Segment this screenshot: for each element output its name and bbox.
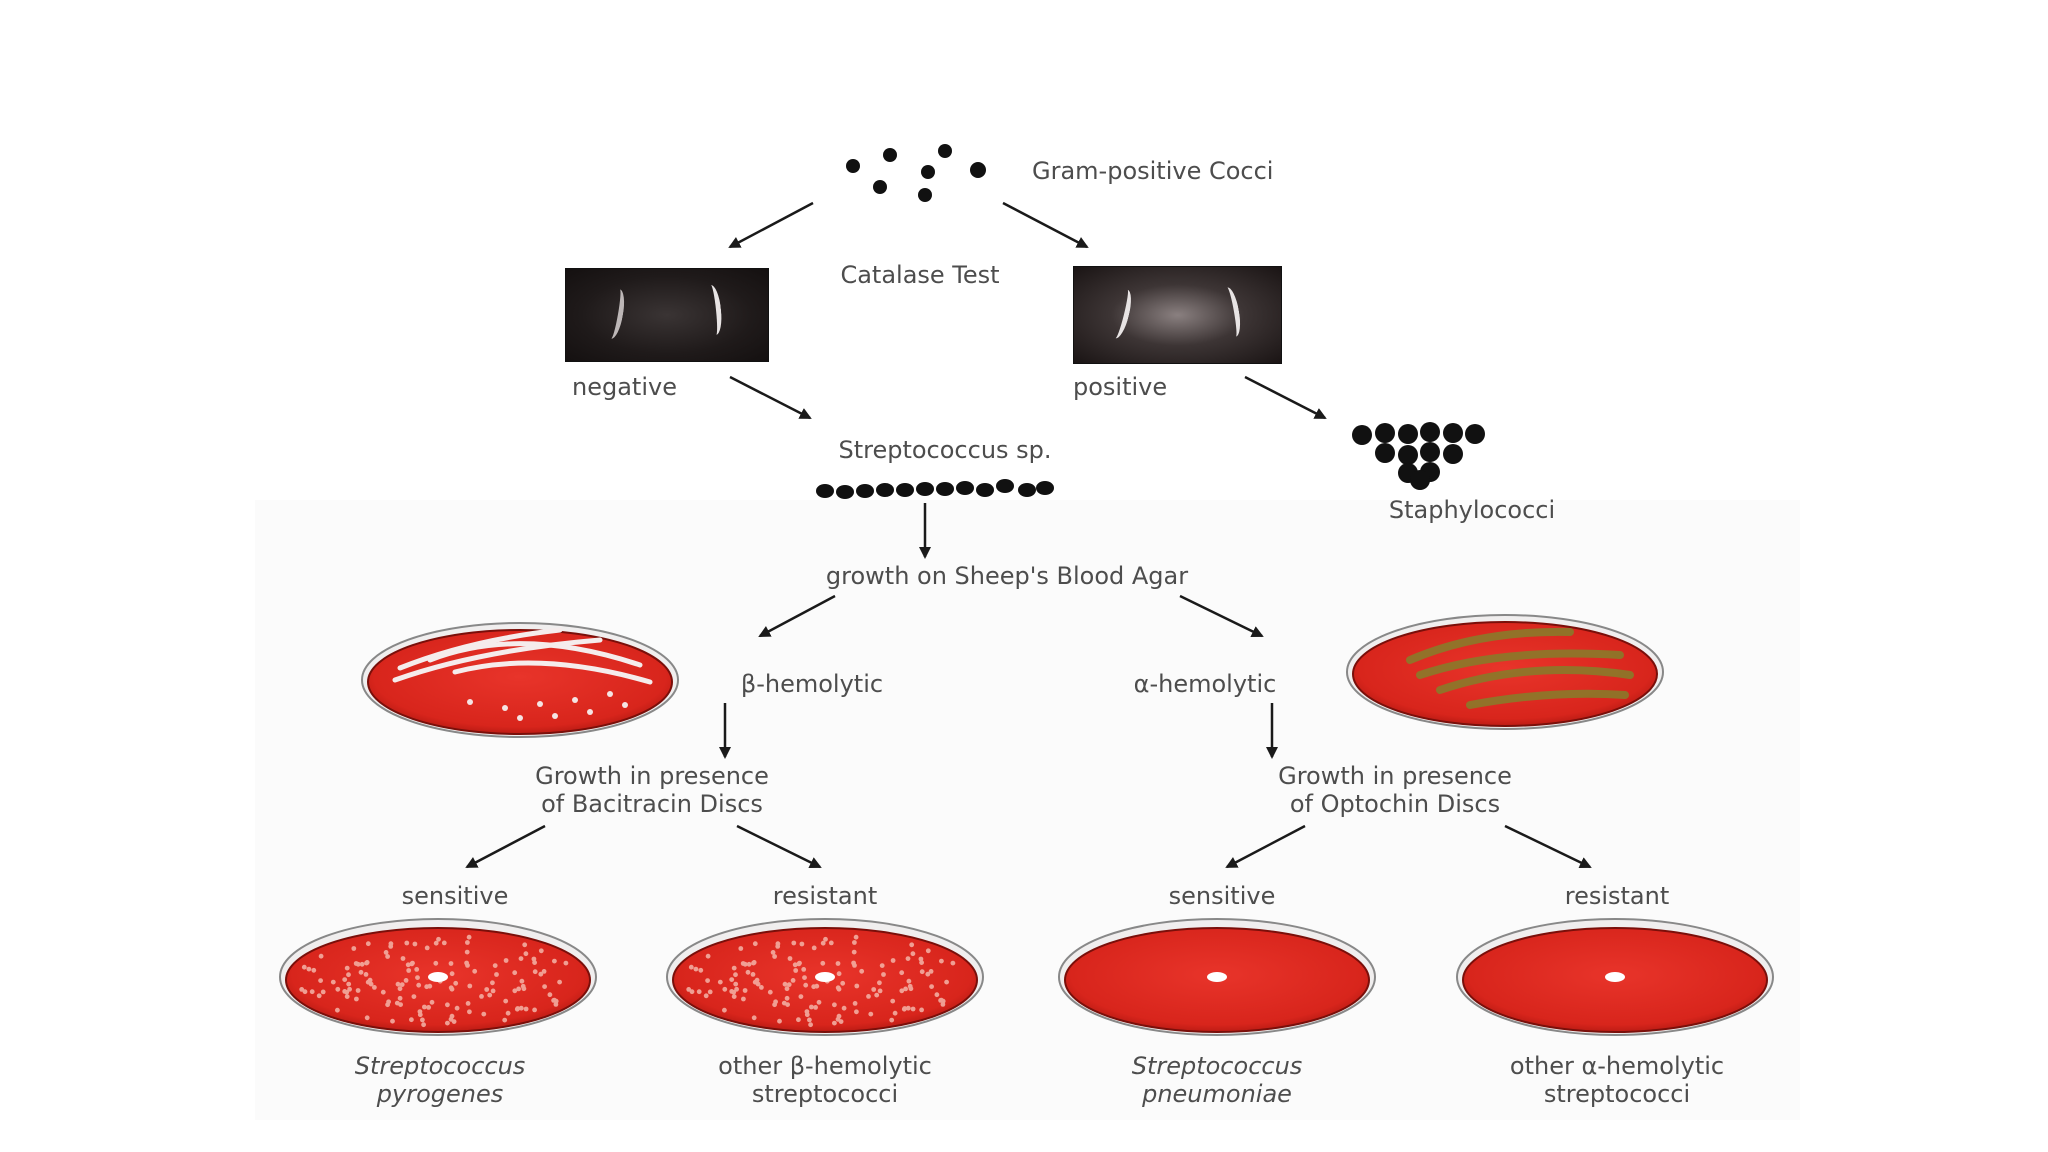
label-beta-sensitive: sensitive [401,882,509,910]
label-beta-resistant: resistant [772,882,878,910]
label-leaf4-line1: other α-hemolytic [1509,1052,1725,1080]
label-optochin: Growth in presence of Optochin Discs [1278,762,1512,818]
label-leaf-pyrogenes: Streptococcus pyrogenes [355,1052,526,1108]
arrow-positive-to-staph [1244,375,1327,420]
label-leaf-pneumoniae: Streptococcus pneumoniae [1132,1052,1303,1108]
catalase-negative-photo [565,268,769,362]
label-optochin-line2: of Optochin Discs [1289,790,1501,818]
label-catalase-test: Catalase Test [840,261,1000,289]
label-leaf2-line2: streptococci [751,1080,899,1108]
label-streptococcus-sp: Streptococcus sp. [838,436,1052,464]
beta-hemolytic-plate [361,622,679,738]
arrow-agar-to-alpha [1179,594,1264,638]
label-bacitracin-line1: Growth in presence [535,762,769,790]
label-optochin-line1: Growth in presence [1278,762,1512,790]
label-bacitracin-line2: of Bacitracin Discs [541,790,763,818]
label-leaf1-line2: pyrogenes [376,1080,504,1108]
cocci-cluster-icon [846,144,986,202]
plate-other-beta-hemolytic [666,918,984,1036]
arrow-agar-to-beta [758,594,836,638]
label-leaf1-line1: Streptococcus [354,1052,526,1080]
label-beta-hemolytic: β-hemolytic [740,670,884,698]
arrow-bacitracin-to-resistant [736,824,822,869]
label-gram-positive-cocci: Gram-positive Cocci [1032,157,1274,185]
catalase-positive-photo [1073,266,1282,364]
label-alpha-hemolytic: α-hemolytic [1133,670,1277,698]
label-blood-agar: growth on Sheep's Blood Agar [825,562,1189,590]
label-leaf-other-alpha: other α-hemolytic streptococci [1510,1052,1724,1108]
label-leaf-other-beta: other β-hemolytic streptococci [718,1052,932,1108]
streptococcus-chain-icon [816,479,1054,499]
label-bacitracin: Growth in presence of Bacitracin Discs [535,762,769,818]
arrow-negative-to-strep [729,375,812,420]
label-leaf3-line1: Streptococcus [1131,1052,1303,1080]
staphylococci-cluster-icon [1352,422,1485,490]
plate-streptococcus-pneumoniae [1058,918,1376,1036]
plate-streptococcus-pyrogenes [279,918,597,1036]
label-staphylococci: Staphylococci [1388,496,1556,524]
label-positive: positive [1073,373,1168,401]
arrow-bacitracin-to-sensitive [465,824,546,869]
arrow-optochin-to-sensitive [1225,824,1306,869]
arrow-optochin-to-resistant [1504,824,1592,869]
label-alpha-sensitive: sensitive [1168,882,1276,910]
label-alpha-resistant: resistant [1564,882,1670,910]
label-leaf4-line2: streptococci [1543,1080,1691,1108]
label-negative: negative [572,373,677,401]
plate-other-alpha-hemolytic [1456,918,1774,1036]
label-leaf2-line1: other β-hemolytic [718,1052,932,1080]
label-leaf3-line2: pneumoniae [1142,1080,1292,1108]
alpha-hemolytic-plate [1346,614,1664,730]
arrow-root-to-negative [728,201,814,249]
arrow-root-to-positive [1002,201,1089,249]
